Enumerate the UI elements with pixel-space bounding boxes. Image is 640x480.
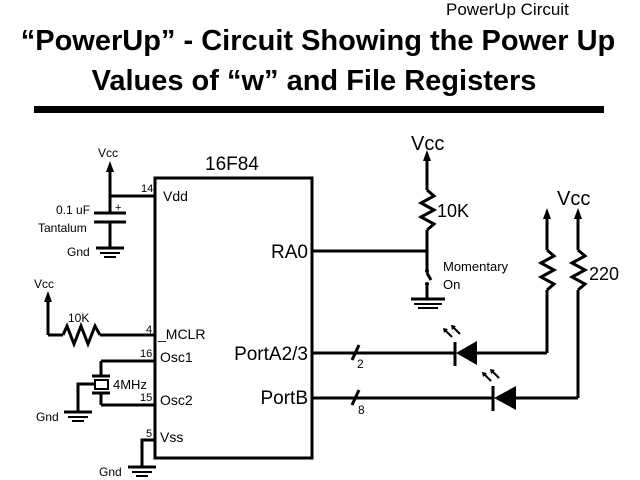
vcc-arrow-icon [423,150,431,161]
pin-number-4: 4 [146,324,152,336]
vcc-arrow-icon [106,161,114,172]
cap-polarity: + [115,202,121,214]
porta-bus-width: 2 [357,357,364,371]
title-underline [34,106,604,113]
portb-bus-width: 8 [358,403,365,417]
switch-label-line2: On [443,277,460,292]
ra0-input: Vcc 10K Momentary On [312,133,509,309]
chip-body [153,176,314,460]
cap-type: Tantalum [38,221,87,235]
title-line-1: “PowerUp” - Circuit Showing the Power Up [20,25,616,57]
pin-number-14: 14 [141,183,153,195]
vcc-label-1: Vcc [98,146,118,160]
ground-icon [128,465,156,477]
vdd-decoupling: Vcc + 0.1 uF Tantalum Gnd [38,146,155,259]
vcc-label-3: Vcc [411,133,444,155]
vcc-label-2: Vcc [34,277,54,291]
switch-label-line1: Momentary [443,259,509,274]
vcc-label-4: Vcc [557,188,590,210]
gnd-label-3: Gnd [99,465,122,479]
cap-value: 0.1 uF [56,203,90,217]
ground-icon [64,410,92,422]
pullup-resistor-value: 10K [437,201,469,221]
led-icon [443,325,477,366]
pin-label-osc2: Osc2 [160,392,193,408]
bus-slash-icon [350,389,361,406]
vcc-arrow-icon [543,208,551,219]
chip-name: 16F84 [205,154,259,175]
resistor-icon [417,188,438,232]
crystal-oscillator: 4MHz Gnd [36,359,155,424]
pin-number-15: 15 [140,392,152,404]
pin-number-5: 5 [146,428,152,440]
pin-label-mclr: _MCLR [157,326,205,342]
pin-label-porta: PortA2/3 [234,344,308,365]
resistor-icon [537,248,558,292]
pin-label-osc1: Osc1 [160,349,193,365]
title-line-2: Values of “w” and File Registers [91,65,537,97]
pin-label-vdd: Vdd [163,188,188,204]
ground-icon [411,297,445,309]
pin-label-portb: PortB [260,388,308,409]
mclr-resistor-value: 10K [68,311,89,325]
crystal-icon [94,379,109,390]
pin-label-ra0: RA0 [271,242,308,263]
vcc-arrow-icon [44,291,52,302]
ground-icon [96,246,124,258]
switch-icon [425,269,433,286]
gnd-label-1: Gnd [67,245,90,259]
slide-label: PowerUp Circuit [446,0,569,19]
pin-number-16: 16 [140,348,152,360]
led-outputs: Vcc 220 2 8 [312,188,619,417]
pin-label-vss: Vss [160,429,183,445]
pic16f84-chip: 16F84 Vdd _MCLR Osc1 Osc2 Vss 14 4 16 15… [140,154,314,460]
led-resistor-value: 220 [589,264,619,284]
led-icon [482,369,516,411]
vss-ground: Gnd [99,438,156,479]
mclr-pullup: Vcc 10K [34,277,155,349]
resistor-icon [61,321,102,349]
crystal-value: 4MHz [113,377,147,392]
gnd-label-2: Gnd [36,410,59,424]
bus-slash-icon [350,344,361,361]
resistor-icon [568,248,589,292]
vcc-arrow-icon [574,208,582,219]
